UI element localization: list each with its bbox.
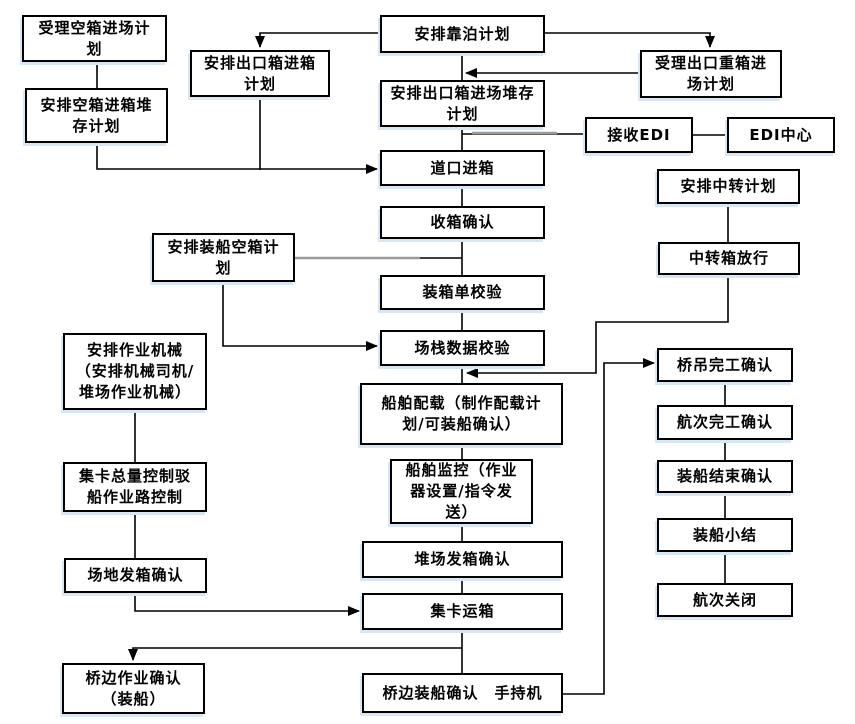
node-hangci-wangong-queren: 航次完工确认 <box>657 405 793 440</box>
node-chuanbo-peizai: 船舶配载（制作配载计 划/可装船确认） <box>360 383 563 445</box>
node-zhuangchuan-jieshu-queren: 装船结束确认 <box>657 460 793 493</box>
node-zhuangxiangdan-jiaoyan: 装箱单校验 <box>380 275 545 310</box>
flow-connector <box>545 32 715 48</box>
node-anpai-zhongzhuan-jihua: 安排中转计划 <box>657 169 800 204</box>
flow-connector <box>466 275 729 378</box>
flow-connector <box>563 358 655 695</box>
node-edi-zhongxin: EDI中心 <box>727 117 835 153</box>
node-daokou-jinxiang: 道口进箱 <box>380 150 545 186</box>
node-anpai-zuoye-jixie: 安排作业机械 （安排机械司机/ 堆场作业机械） <box>63 333 207 410</box>
node-jika-zongliang-kongzhi: 集卡总量控制驳 船作业路控制 <box>63 462 207 512</box>
node-anpai-kongxiang-jinxiang-duicun: 安排空箱进箱堆 存计划 <box>25 88 168 143</box>
flow-connector <box>96 143 378 174</box>
node-hangci-guanbi: 航次关闭 <box>657 583 793 617</box>
node-shouli-kongxiang-jinchang-jihua: 受理空箱进场计 划 <box>22 15 167 62</box>
node-anpai-zhuangchuan-kongxiang: 安排装船空箱计 划 <box>152 233 295 282</box>
node-qiaobian-zuoye-queren: 桥边作业确认 （装船） <box>62 663 205 714</box>
node-zhongzhuanxiang-fangxing: 中转箱放行 <box>658 242 800 275</box>
node-changdi-faxiang-queren: 场地发箱确认 <box>64 558 207 593</box>
node-shouli-chukou-zhongxiang: 受理出口重箱进 场计划 <box>640 50 782 98</box>
node-zhuangchuan-xiaojie: 装船小结 <box>657 518 793 552</box>
node-chuanbo-jiankong: 船舶监控（作业 器设置/指令发 送） <box>390 459 533 524</box>
flow-connector <box>134 593 360 616</box>
node-qiaobian-zhuangchuan-queren: 桥边装船确认 手持机 <box>362 673 563 713</box>
flow-connector <box>255 32 380 48</box>
node-changzhan-shuju-jiaoyan: 场栈数据校验 <box>380 330 545 366</box>
node-qiaodiao-wangong-queren: 桥吊完工确认 <box>657 348 793 382</box>
node-shouxiang-queren: 收箱确认 <box>380 206 545 239</box>
flow-connector <box>222 282 378 351</box>
flow-connector <box>128 647 462 661</box>
node-jieshou-edi: 接收EDI <box>585 117 693 153</box>
node-duichang-faxiang-queren: 堆场发箱确认 <box>362 541 563 578</box>
node-jika-yunxiang: 集卡运箱 <box>362 593 563 630</box>
node-anpai-chukou-jinchang-duicun: 安排出口箱进场堆存 计划 <box>380 80 545 127</box>
node-anpai-chukou-xiang-jinxiang: 安排出口箱进箱 计划 <box>190 50 330 97</box>
node-anpai-kaobo-jihua: 安排靠泊计划 <box>380 15 545 53</box>
